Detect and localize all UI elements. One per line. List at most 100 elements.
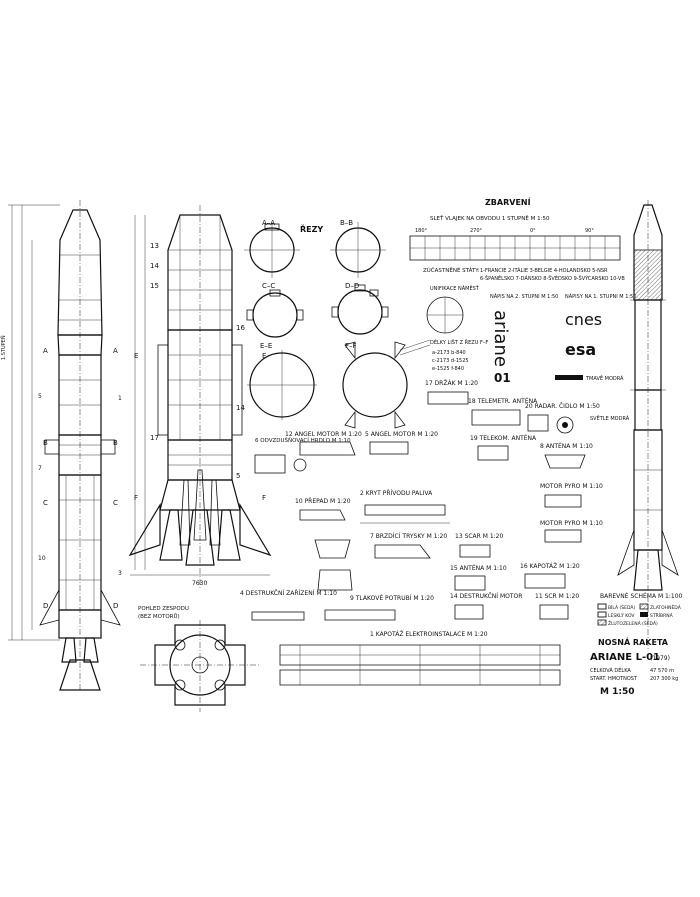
- coloring-block: ZBARVENÍ SLEŤ VLAJEK NA OBVODU 1 STUPNĚ …: [409, 196, 625, 282]
- title-block: NOSNÁ RAKETA ARIANE L-01 (1979) CELKOVÁ …: [590, 636, 678, 697]
- states-line2: 6-ŠPANĚLSKO 7-DÁNSKO 8-ŠVÉDSKO 9-ŠVÝCARS…: [480, 274, 625, 282]
- svg-text:DÉLKY LIŠT Z ŘEZU F–F: DÉLKY LIŠT Z ŘEZU F–F: [430, 338, 488, 346]
- svg-text:90°: 90°: [585, 228, 594, 234]
- svg-text:E: E: [262, 352, 266, 360]
- svg-text:c-2173 d-1525: c-2173 d-1525: [432, 358, 469, 364]
- svg-text:F: F: [134, 494, 138, 502]
- svg-text:7630: 7630: [192, 580, 207, 587]
- esa-logo: esa: [565, 340, 596, 359]
- ariane-number: 01: [494, 371, 511, 385]
- svg-text:e-1525 f-840: e-1525 f-840: [432, 366, 464, 372]
- svg-text:SVĚTLE MODRÁ: SVĚTLE MODRÁ: [590, 414, 630, 422]
- svg-text:MOTOR PYRO M 1:10: MOTOR PYRO M 1:10: [540, 520, 603, 527]
- section-aa-label: A–A: [262, 219, 275, 227]
- coloring-title: ZBARVENÍ: [485, 196, 531, 207]
- part-details: 17 DRŽÁK M 1:20 18 TELEMETR. ANTÉNA 20 R…: [240, 379, 603, 686]
- svg-text:15 ANTÉNA M 1:10: 15 ANTÉNA M 1:10: [450, 564, 507, 572]
- nozzle-label: UNIFIKACE NÁMĚSŤ: [430, 284, 480, 292]
- title-year: (1979): [650, 655, 670, 662]
- svg-text:A: A: [43, 347, 48, 355]
- svg-text:47 570 m: 47 570 m: [650, 668, 674, 674]
- svg-text:13: 13: [150, 242, 159, 250]
- svg-text:C: C: [113, 499, 118, 507]
- svg-text:STŘÍBRNÁ: STŘÍBRNÁ: [650, 611, 674, 619]
- logo-block: UNIFIKACE NÁMĚSŤ NÁPIS NA 2. STUPNI M 1:…: [426, 284, 636, 434]
- svg-text:14: 14: [236, 404, 245, 412]
- section-cc-label: C–C: [262, 282, 275, 290]
- svg-text:5 ANGEL MOTOR M 1:20: 5 ANGEL MOTOR M 1:20: [365, 431, 438, 438]
- center-rocket-elevation: 13 14 15 17 16 14 5 F F E E 7630: [128, 205, 272, 590]
- left-rocket-elevation: A A B B C C D D 1 5 7 10 3 1.STUPEŇ: [0, 200, 122, 691]
- title-scale: M 1:50: [600, 687, 634, 697]
- svg-text:4 DESTRUKČNÍ ZAŘÍZENÍ M 1:10: 4 DESTRUKČNÍ ZAŘÍZENÍ M 1:10: [240, 589, 337, 597]
- svg-text:5: 5: [236, 472, 240, 480]
- svg-text:D: D: [113, 602, 118, 610]
- svg-text:0°: 0°: [530, 228, 536, 234]
- svg-text:NÁPIS NA 2. STUPNI M 1:50: NÁPIS NA 2. STUPNI M 1:50: [490, 293, 558, 300]
- svg-text:17 DRŽÁK M 1:20: 17 DRŽÁK M 1:20: [425, 379, 478, 387]
- flag-grid: [424, 236, 606, 260]
- svg-text:270°: 270°: [470, 228, 483, 234]
- svg-text:(BEZ MOTORŮ): (BEZ MOTORŮ): [138, 613, 180, 620]
- svg-text:D: D: [43, 602, 48, 610]
- svg-text:13 SCAR M 1:20: 13 SCAR M 1:20: [455, 533, 503, 540]
- svg-text:1.STUPEŇ: 1.STUPEŇ: [0, 335, 7, 360]
- svg-text:5: 5: [38, 393, 42, 400]
- svg-text:16: 16: [236, 324, 245, 332]
- svg-text:11 SCR M 1:20: 11 SCR M 1:20: [535, 593, 579, 600]
- svg-text:ŽLUTOZELENÁ (ŠEDÁ): ŽLUTOZELENÁ (ŠEDÁ): [608, 619, 658, 627]
- states-line1: 1-FRANCIE 2-ITÁLIE 3-BELGIE 4-HOLANDSKO …: [480, 267, 608, 274]
- svg-text:1: 1: [118, 395, 122, 402]
- svg-text:7: 7: [38, 465, 42, 472]
- color-scheme: BAREVNÉ SCHÉMA M 1:100 BÍLÁ (ŠEDÁ) ZLATO…: [597, 592, 683, 627]
- section-dd-label: D–D: [345, 282, 359, 290]
- title-line1: NOSNÁ RAKETA: [598, 636, 669, 647]
- color-scheme-title: BAREVNÉ SCHÉMA M 1:100: [600, 592, 683, 600]
- bottom-view-title: POHLED ZESPODU: [138, 606, 189, 612]
- svg-text:18 TELEMETR. ANTÉNA: 18 TELEMETR. ANTÉNA: [468, 397, 538, 405]
- svg-text:8 ANTÉNA M 1:10: 8 ANTÉNA M 1:10: [540, 442, 593, 450]
- section-bb-label: B–B: [340, 219, 353, 227]
- coloring-subtitle: SLEŤ VLAJEK NA OBVODU 1 STUPNĚ M 1:50: [430, 214, 550, 222]
- svg-text:BÍLÁ (ŠEDÁ): BÍLÁ (ŠEDÁ): [608, 604, 635, 611]
- svg-text:19 TELEKOM. ANTÉNA: 19 TELEKOM. ANTÉNA: [470, 434, 537, 442]
- svg-text:E: E: [134, 352, 138, 360]
- svg-text:ZLATOHNĚDÁ: ZLATOHNĚDÁ: [650, 603, 682, 611]
- right-rocket-profile: [617, 200, 679, 650]
- section-ee-label: E–E: [260, 342, 272, 350]
- svg-text:6 ODVZDUŠŇOVACÍ HRDLO M 1:10: 6 ODVZDUŠŇOVACÍ HRDLO M 1:10: [255, 437, 351, 444]
- svg-text:10 PŘEPAD M 1:20: 10 PŘEPAD M 1:20: [295, 497, 351, 505]
- svg-text:15: 15: [150, 282, 159, 290]
- svg-text:20 RADAR. ČIDLO M 1:50: 20 RADAR. ČIDLO M 1:50: [525, 403, 600, 410]
- svg-text:TMAVĚ MODRÁ: TMAVĚ MODRÁ: [585, 374, 624, 382]
- svg-text:START. HMOTNOST: START. HMOTNOST: [590, 676, 638, 682]
- svg-text:9 TLAKOVÉ POTRUBÍ M 1:20: 9 TLAKOVÉ POTRUBÍ M 1:20: [350, 594, 434, 602]
- states-label: ZÚČASTNĚNÉ STÁTY:: [423, 266, 480, 274]
- svg-text:12 ANGEL MOTOR M 1:20: 12 ANGEL MOTOR M 1:20: [285, 431, 362, 438]
- section-ff-label: F–F: [345, 342, 357, 350]
- svg-text:F: F: [262, 494, 266, 502]
- svg-text:180°: 180°: [415, 228, 428, 234]
- part-lengths: DÉLKY LIŠT Z ŘEZU F–F a-2173 b-840 c-217…: [430, 338, 488, 372]
- svg-text:CELKOVÁ DÉLKA: CELKOVÁ DÉLKA: [590, 666, 631, 674]
- svg-text:A: A: [113, 347, 118, 355]
- title-line2: ARIANE L-01: [590, 652, 660, 663]
- svg-text:MOTOR PYRO M 1:10: MOTOR PYRO M 1:10: [540, 483, 603, 490]
- svg-text:NÁPISY NA 1. STUPNI M 1:50: NÁPISY NA 1. STUPNI M 1:50: [565, 293, 636, 300]
- ariane-wordmark: ariane: [490, 310, 511, 367]
- cnes-logo: cnes: [565, 310, 602, 329]
- svg-text:14 DESTRUKČNÍ MOTOR: 14 DESTRUKČNÍ MOTOR: [450, 593, 522, 600]
- sections-group: ŘEZY A–A B–B C–C D–D E–E F–F: [244, 219, 431, 429]
- svg-text:B: B: [43, 439, 48, 447]
- svg-text:7 BRZDÍCÍ TRYSKY M 1:20: 7 BRZDÍCÍ TRYSKY M 1:20: [370, 533, 447, 540]
- svg-text:3: 3: [118, 570, 122, 577]
- svg-text:B: B: [113, 439, 118, 447]
- svg-text:16 KAPOTÁŽ M 1:20: 16 KAPOTÁŽ M 1:20: [520, 562, 580, 570]
- svg-text:2 KRYT PŘÍVODU PALIVA: 2 KRYT PŘÍVODU PALIVA: [360, 489, 433, 497]
- svg-text:a-2173 b-840: a-2173 b-840: [432, 350, 466, 356]
- svg-text:14: 14: [150, 262, 159, 270]
- svg-text:207 300 kg: 207 300 kg: [650, 676, 678, 682]
- svg-text:C: C: [43, 499, 48, 507]
- svg-text:LESKLÝ KOV: LESKLÝ KOV: [608, 612, 635, 619]
